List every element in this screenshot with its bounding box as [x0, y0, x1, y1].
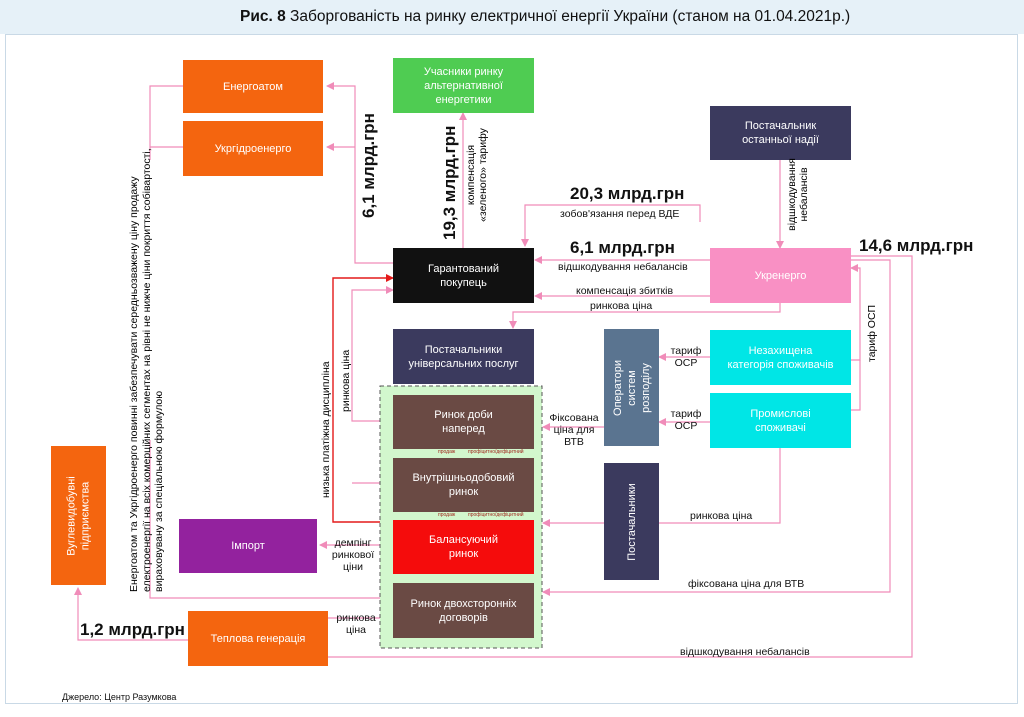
label-green-tariff: компенсація «зеленого» тарифу: [465, 128, 489, 222]
label-fixed-price-vtv: фіксована ціна для ВТВ: [688, 578, 805, 590]
line-osp-2: [851, 360, 861, 411]
amount-coal: 1,2 млрд.грн: [80, 620, 185, 639]
amount-vde: 20,3 млрд.грн: [570, 184, 685, 203]
label-market-price-dam: ринкова ціна: [340, 349, 352, 412]
dso-box: Оператори систем розподілу: [604, 329, 659, 446]
label-tariff-osr-2: тариф ОСР: [670, 408, 702, 432]
amount-energoatom: 6,1 млрд.грн: [359, 113, 378, 218]
line-discipline: [332, 274, 394, 523]
thermal-box: Теплова генерація: [188, 611, 328, 666]
line-imbalance-bottom: [328, 255, 913, 658]
label-discipline: низька платіжна дисципліна: [320, 361, 332, 498]
figure-frame: [5, 34, 1018, 704]
label-fixed-price: Фіксована ціна для ВТВ: [549, 412, 599, 448]
line-gb-energoatom: [326, 82, 393, 264]
source-note: Джерело: Центр Разумкова: [62, 692, 177, 702]
label-energoatom-note: Енергоатом та Укргідроенерго повинні заб…: [128, 148, 165, 592]
amount-imbalance: 6,1 млрд.грн: [570, 238, 675, 257]
label-tariff-osr-1: тариф ОСР: [670, 345, 702, 369]
amount-green-tariff: 19,3 млрд.грн: [440, 125, 459, 240]
dam-box: Ринок доби наперед: [393, 395, 534, 449]
line-vde: [521, 204, 701, 247]
energoatom-box: Енергоатом: [183, 60, 323, 113]
industrial-consumers-box: Промислові споживачі: [710, 393, 851, 448]
bilateral-box: Ринок двохсторонніх договорів: [393, 583, 534, 638]
universal-suppliers-box: Постачальники універсальних послуг: [393, 329, 534, 384]
label-imbalance-last: відшкодування небалансів: [786, 158, 810, 231]
label-vde: зобов'язання перед ВДЕ: [560, 208, 680, 220]
line-osp: [850, 264, 861, 361]
suppliers-box: Постачальники: [604, 463, 659, 580]
mini-label-2b: профіцитно/дефіцитний: [468, 512, 524, 518]
label-loss: компенсація збитків: [576, 285, 674, 297]
import-box: Імпорт: [179, 519, 317, 573]
balancing-box: Балансуючий ринок: [393, 520, 534, 574]
last-resort-box: Постачальник останньої надії: [710, 106, 851, 160]
unprotected-consumers-box: Незахищена категорія споживачів: [710, 330, 851, 385]
label-market-price-thermal: ринкова ціна: [336, 612, 376, 636]
mini-label-1b: профіцитно/дефіцитний: [468, 449, 524, 455]
mini-label-2: продаж: [438, 512, 456, 518]
label-tariff-osp: тариф ОСП: [866, 304, 878, 362]
line-fixed-vtv: [542, 259, 891, 596]
title-bar: [0, 0, 1024, 34]
amount-ukrenergo: 14,6 млрд.грн: [859, 236, 974, 255]
label-dumping: демпінг ринкової ціни: [331, 537, 375, 573]
label-market-price-ind: ринкова ціна: [690, 510, 753, 522]
line-dam-gb: [351, 286, 394, 422]
mini-label-1: продаж: [438, 449, 456, 455]
line-note-bottom: [149, 440, 393, 599]
coal-box: Вуглевидобувні підприємства: [51, 446, 106, 585]
label-imbalance-bottom: відшкодування небалансів: [680, 646, 810, 658]
guaranteed-buyer-box: Гарантований покупець: [393, 248, 534, 303]
idm-box: Внутрішньодобовий ринок: [393, 458, 534, 512]
label-market-price-univ: ринкова ціна: [590, 300, 653, 312]
line-note-top: [149, 85, 183, 160]
ukrhydroenergo-box: Укргідроенерго: [183, 121, 323, 176]
line-thermal-coal: [74, 587, 188, 641]
figure-title: Рис. 8 Заборгованість на ринку електричн…: [240, 8, 851, 25]
label-imbalance: відшкодування небалансів: [558, 261, 688, 273]
ukrenergo-box: Укренерго: [710, 248, 851, 303]
line-univ-price: [509, 302, 781, 329]
alt-energy-box: Учасники ринку альтернативної енергетики: [393, 58, 534, 113]
